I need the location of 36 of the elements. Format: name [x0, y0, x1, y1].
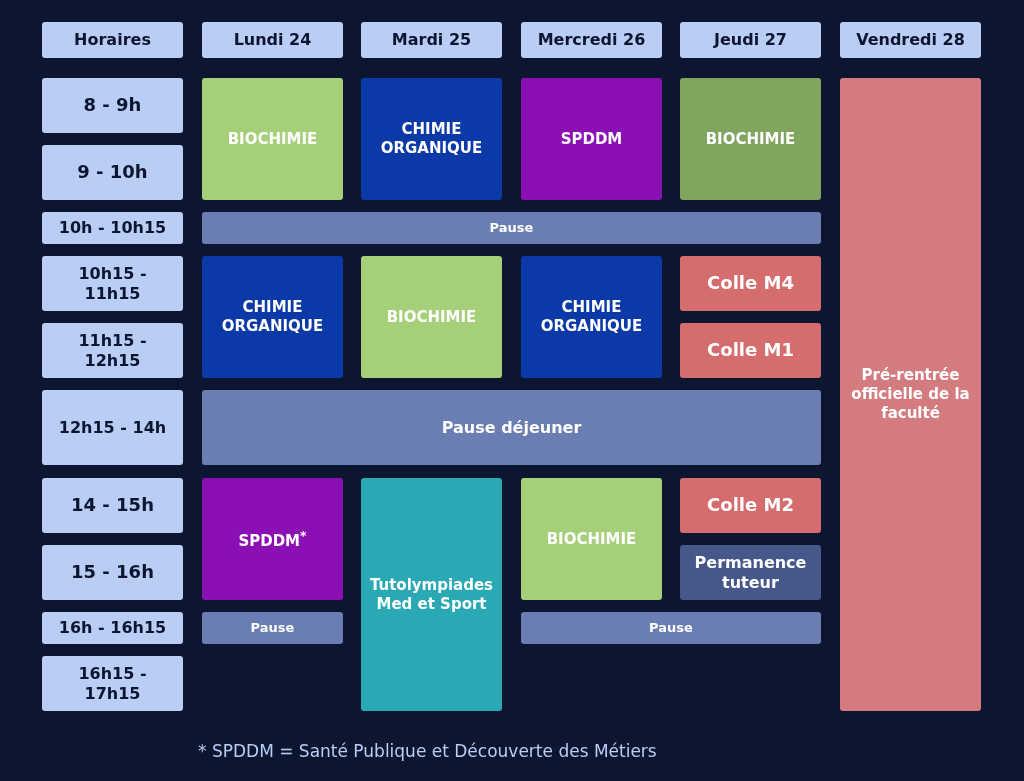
time-slot: 12h15 - 14h [42, 390, 183, 465]
event-block: Pré-rentrée officielle de la faculté [840, 78, 981, 711]
course-block: CHIMIE ORGANIQUE [361, 78, 502, 200]
time-slot: 10h15 - 11h15 [42, 256, 183, 311]
time-slot: 11h15 - 12h15 [42, 323, 183, 378]
column-header: Mardi 25 [361, 22, 502, 58]
break-bar: Pause [202, 612, 343, 644]
column-header: Jeudi 27 [680, 22, 821, 58]
break-bar: Pause [521, 612, 821, 644]
break-bar: Pause [202, 212, 821, 244]
break-bar: Pause déjeuner [202, 390, 821, 465]
course-block: CHIMIE ORGANIQUE [521, 256, 662, 378]
time-slot: 16h15 - 17h15 [42, 656, 183, 711]
column-header: Vendredi 28 [840, 22, 981, 58]
course-block: Colle M2 [680, 478, 821, 533]
course-block: BIOCHIMIE [521, 478, 662, 600]
course-block: Permanence tuteur [680, 545, 821, 600]
course-block: SPDDM$^{*}$ [202, 478, 343, 600]
column-header: Mercredi 26 [521, 22, 662, 58]
column-header: Horaires [42, 22, 183, 58]
time-slot: 15 - 16h [42, 545, 183, 600]
course-block: BIOCHIMIE [202, 78, 343, 200]
time-slot: 8 - 9h [42, 78, 183, 133]
time-slot: 16h - 16h15 [42, 612, 183, 644]
course-block: BIOCHIMIE [680, 78, 821, 200]
time-slot: 9 - 10h [42, 145, 183, 200]
time-slot: 10h - 10h15 [42, 212, 183, 244]
course-block: Colle M4 [680, 256, 821, 311]
course-block: BIOCHIMIE [361, 256, 502, 378]
course-block: Colle M1 [680, 323, 821, 378]
column-header: Lundi 24 [202, 22, 343, 58]
event-block: Tutolympiades Med et Sport [361, 478, 502, 711]
footnote: * SPDDM = Santé Publique et Découverte des Métiers [198, 741, 657, 761]
time-slot: 14 - 15h [42, 478, 183, 533]
course-block: CHIMIE ORGANIQUE [202, 256, 343, 378]
course-block: SPDDM [521, 78, 662, 200]
